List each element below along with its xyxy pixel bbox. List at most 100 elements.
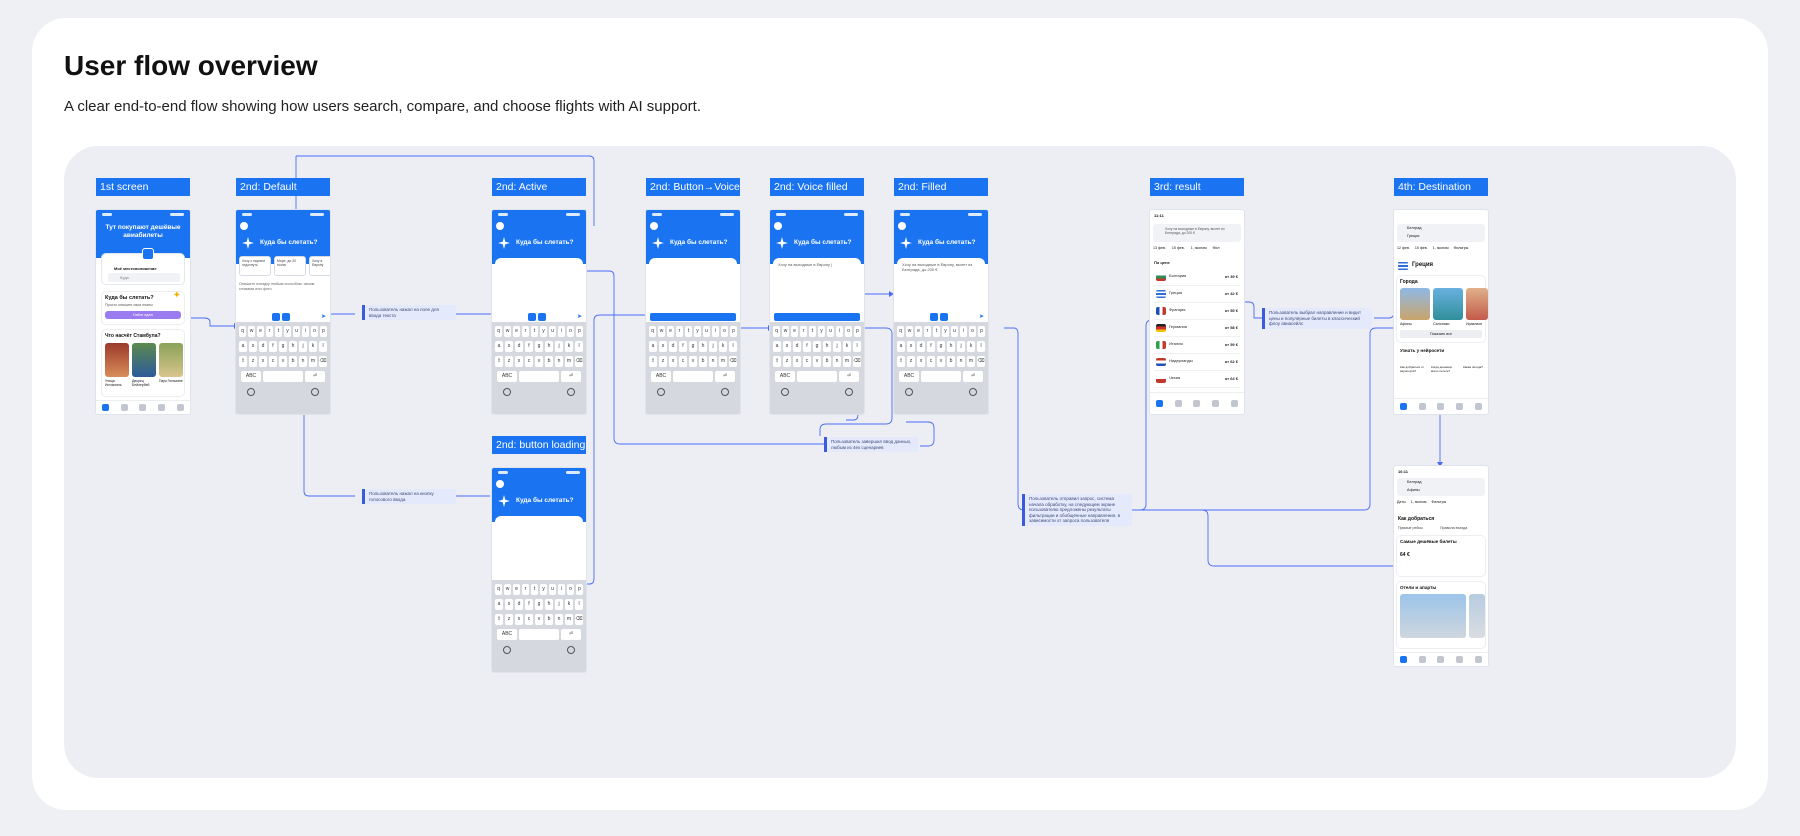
bottom-nav[interactable] [1150,392,1244,414]
keyboard[interactable]: qwertyuiop asdfghjkl ⇧zxcvbnm⌫ ABC⏎ [770,322,864,414]
date-chip[interactable]: 12 фев. [1397,246,1410,253]
destination-field[interactable]: Куда [108,273,180,282]
query-field[interactable]: Хочу на выходные в Европу, вылет из Белг… [1153,224,1241,242]
flag-icon [1156,307,1166,315]
result-row[interactable]: Италияот 59 € [1154,338,1240,354]
ask-title: Куда бы слетать? [918,239,975,246]
to-city[interactable]: Афины [1407,488,1420,492]
hotel-photo[interactable] [1400,594,1466,638]
send-icon[interactable]: ➤ [321,313,326,320]
bottom-nav[interactable] [1394,652,1488,666]
date-chip[interactable]: Фильтры [1432,500,1447,507]
date-chips[interactable]: 13 фев. 15 фев. 1, эконом Фил [1153,246,1244,253]
keyboard[interactable]: qwertyuiop asdfghjkl ⇧zxcvbnm⌫ ABC⏎ [492,322,586,414]
hotels-title: Отели и апарты [1400,585,1436,590]
search-form[interactable]: Моё местоположение Куда [102,254,184,284]
prompt-input[interactable]: Хочу на выходные в Европу | [773,258,861,320]
keyboard[interactable]: qwertyuiop asdfghjkl ⇧zxcvbnm⌫ ABC⏎ [894,322,988,414]
ai-question[interactable]: Как добраться от аэропорта? [1400,366,1426,374]
result-row[interactable]: Чехияот 64 € [1154,372,1240,388]
country-name: Германия [1169,324,1187,329]
ai-question[interactable]: Какая погода? [1463,366,1485,370]
back-icon[interactable] [774,222,782,230]
date-chip[interactable]: Даты [1397,500,1406,507]
voice-waveform[interactable] [774,313,860,321]
how-chip[interactable]: Прямые рейсы [1398,526,1423,530]
from-city[interactable]: Белград [1407,480,1422,484]
suggestion-chip[interactable]: Хочу с парнем отдохнуть [239,256,271,276]
camera-button[interactable] [940,313,948,321]
mic-button[interactable] [272,313,280,321]
prompt-input[interactable] [495,516,583,578]
date-chip[interactable]: 15 фев. [1172,246,1185,253]
city-title: Что насчёт Стамбула? [105,333,161,339]
city-item-label: Парк Гюльхане [159,379,183,383]
date-chip[interactable]: 1, эконом [1191,246,1207,253]
back-icon[interactable] [240,222,248,230]
date-chip[interactable]: 15 фев. [1415,246,1428,253]
ai-question[interactable]: Когда дешевле всего лететь? [1431,366,1457,374]
send-icon[interactable]: ➤ [577,313,582,320]
date-chips[interactable]: Даты 1, эконом Фильтры [1397,500,1488,507]
origin-field[interactable]: Моё местоположение [114,266,157,271]
city-photo[interactable] [1400,288,1430,320]
keyboard[interactable]: qwertyuiop asdfghjkl ⇧zxcvbnm⌫ ABC⏎ [492,580,586,672]
sort-label[interactable]: По цене [1154,260,1170,265]
city-photo[interactable] [105,343,129,377]
back-icon[interactable] [496,222,504,230]
voice-waveform[interactable] [650,313,736,321]
to-city[interactable]: Греция [1407,234,1419,238]
bottom-nav[interactable] [1394,398,1488,414]
connector-sent-to-destination2 [1174,510,1419,566]
flag-icon [1398,262,1408,270]
frame-label-voice-filled: 2nd: Voice filled [770,178,864,196]
back-icon[interactable] [898,222,906,230]
date-chip[interactable]: 1, эконом [1433,246,1449,253]
city-photo[interactable] [1433,288,1463,320]
prompt-placeholder[interactable]: Опишите поездку любым способом: своим сл… [239,282,327,291]
keyboard[interactable]: qwertyuiop asdfghjkl ⇧zxcvbnm⌫ ABC⏎ [646,322,740,414]
camera-button[interactable] [282,313,290,321]
date-chips[interactable]: 12 фев. 15 фев. 1, эконом Фильтры [1397,246,1488,253]
voice-toolbar [646,312,740,322]
mic-button[interactable] [930,313,938,321]
result-row[interactable]: Грецияот 42 € [1154,287,1240,303]
back-icon[interactable] [496,480,504,488]
hotel-photo[interactable] [1469,594,1485,638]
show-all-button[interactable]: Показать все [1400,330,1482,338]
camera-button[interactable] [538,313,546,321]
city-photo[interactable] [159,343,183,377]
back-icon[interactable] [650,222,658,230]
cheapest-price[interactable]: 64 € [1400,552,1410,558]
mic-button[interactable] [528,313,536,321]
route-field[interactable]: Белград Греция [1397,224,1485,242]
from-city[interactable]: Белград [1407,226,1422,230]
suggestion-chip[interactable]: Море, до 20 тысяч [274,256,306,276]
find-idea-button[interactable]: Найти идею [105,311,181,319]
prompt-input[interactable] [495,258,583,320]
note-finished-input: Пользователь завершил ввод данных, любым… [824,437,918,452]
city-photo[interactable] [1466,288,1488,320]
result-row[interactable]: Нидерландыот 62 € [1154,355,1240,371]
date-chip[interactable]: 13 фев. [1153,246,1166,253]
frame-label-default: 2nd: Default [236,178,330,196]
keyboard[interactable]: qwertyuiop asdfghjkl ⇧zxcvbnm⌫ ABC⏎ [236,322,330,414]
result-row[interactable]: Францияот 55 € [1154,304,1240,320]
prompt-input[interactable] [649,258,737,320]
how-chip[interactable]: Правила въезда [1440,526,1467,530]
date-chip[interactable]: Фил [1213,246,1220,253]
send-icon[interactable]: ➤ [979,313,984,320]
city-photo[interactable] [132,343,156,377]
result-row[interactable]: Германияот 58 € [1154,321,1240,337]
bottom-nav[interactable] [96,400,190,414]
date-chip[interactable]: 1, эконом [1411,500,1427,507]
filled-text: Хочу на выходные в Европу, вылет из Белг… [902,262,981,272]
date-chip[interactable]: Фильтры [1454,246,1469,253]
suggestion-chip[interactable]: Хочу в Европу [309,256,330,276]
result-row[interactable]: Болгарияот 39 € [1154,270,1240,286]
swap-icon[interactable] [142,248,154,260]
country-name: Болгария [1169,273,1186,278]
route-field[interactable]: Белград Афины [1397,478,1485,496]
flag-icon [1156,358,1166,366]
prompt-input[interactable]: Хочу на выходные в Европу, вылет из Белг… [897,258,985,320]
